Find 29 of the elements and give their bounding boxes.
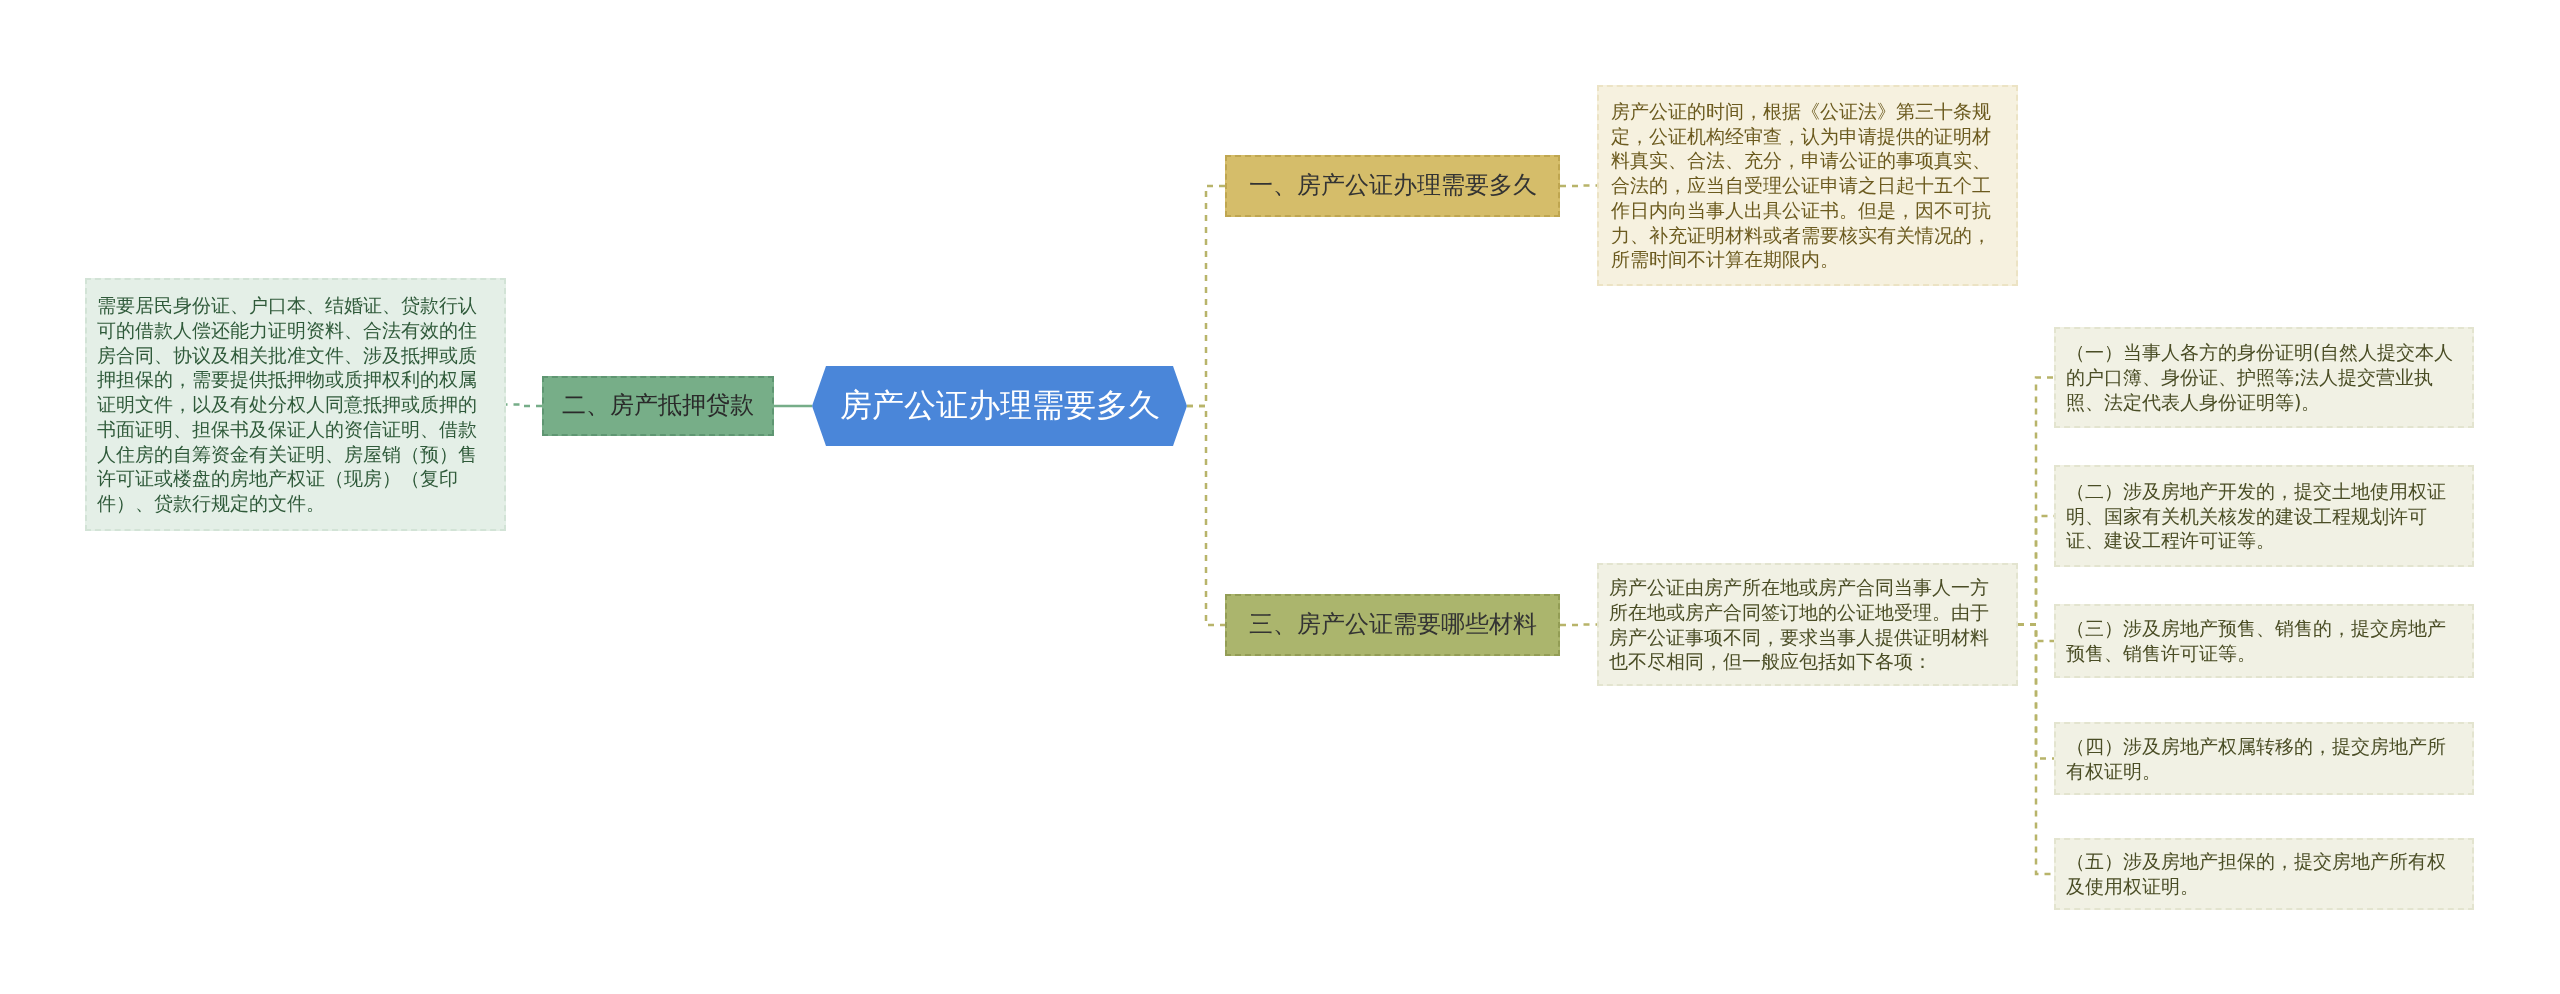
note-card: [2054, 838, 2474, 910]
note-card: [1597, 85, 2018, 286]
note-text: 需要居民身份证、户口本、结婚证、贷款行认可的借款人偿还能力证明资料、合法有效的住房合同、协议及相关批准文件、涉及抵押或质押担保的，需要提供抵押物或质押权利的权属证明文件，以及有处分权人同意抵押或质押的书面证明、担保书及保证人的资信证明、借款人住房的自筹资金有关证明、房屋销（预）售许可证或楼盘的房地产权证（现房）（复印件）、贷款行规定的文件。: [97, 293, 478, 516]
branch-title: 一、房产公证办理需要多久: [1248, 170, 1537, 202]
note-card: [2054, 465, 2474, 567]
branch-box: [542, 376, 774, 436]
note-card: [85, 278, 506, 531]
note-text: （四）涉及房地产权属转移的，提交房地产所有权证明。: [2066, 733, 2447, 784]
note-text: （五）涉及房地产担保的，提交房地产所有权及使用权证明。: [2066, 849, 2447, 899]
connector-line: [1560, 184, 1597, 188]
note-text: （一）当事人各方的身份证明(自然人提交本人的户口簿、身份证、护照等;法人提交营业执照、法定代表人身份证明等)。: [2066, 340, 2455, 415]
branch-box: [1225, 155, 1560, 217]
connector-line: [1187, 404, 1225, 627]
branch-title: 二、房产抵押贷款: [562, 390, 754, 422]
note-card: [2054, 604, 2474, 678]
central-topic-hexagon: [812, 366, 1187, 446]
branch-box: [1225, 594, 1560, 656]
note-text: （三）涉及房地产预售、销售的，提交房地产预售、销售许可证等。: [2066, 616, 2447, 666]
note-text: 房产公证由房产所在地或房产合同当事人一方所在地或房产合同签订地的公证地受理。由于房产公证事项不同，要求当事人提供证明材料也不尽相同，但一般应包括如下各项：: [1609, 575, 1990, 674]
note-text: 房产公证的时间，根据《公证法》第三十条规定，公证机构经审查，认为申请提供的证明材料真实、合法、充分，申请公证的事项真实、合法的，应当自受理公证申请之日起十五个工作日内向当事人出具公证书。但是，因不可抗力、补充证明材料或者需要核实有关情况的，所需时间不计算在期限内。: [1611, 99, 1992, 272]
connector-line: [774, 404, 812, 408]
topic-title: 房产公证办理需要多久: [839, 385, 1160, 427]
connector-line: [1560, 623, 1597, 627]
note-card: [2054, 327, 2474, 428]
note-card: [1597, 563, 2018, 686]
note-card: [2054, 722, 2474, 795]
note-text: （二）涉及房地产开发的，提交土地使用权证明、国家有关机关核发的建设工程规划许可证、建设工程许可证等。: [2066, 478, 2447, 554]
branch-title: 三、房产公证需要哪些材料: [1248, 609, 1537, 641]
connector-line: [2018, 623, 2054, 876]
